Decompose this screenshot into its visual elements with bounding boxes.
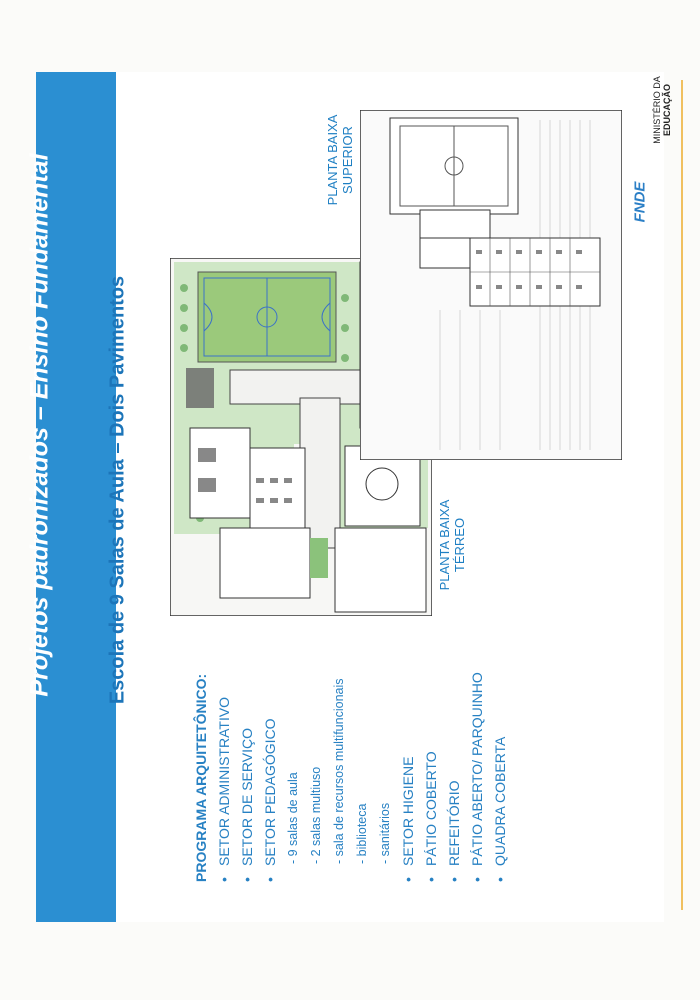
slide-title: Projetos padronizados – Ensino Fundament… xyxy=(25,153,54,697)
program-item: • QUADRA COBERTA xyxy=(489,650,512,882)
bullet-icon: • xyxy=(469,877,485,882)
program-item-label: SETOR DE SERVIÇO xyxy=(239,728,255,866)
program-item: • REFEITÓRIO xyxy=(443,650,466,882)
program-item-label: PÁTIO COBERTO xyxy=(423,751,439,866)
program-item: • SETOR PEDAGÓGICO xyxy=(259,650,282,882)
ground-floor-label: PLANTA BAIXA TÉRREO xyxy=(437,499,467,591)
program-item-label: - 9 salas de aula xyxy=(286,772,300,864)
title-band xyxy=(36,72,116,922)
upper-floor-plan xyxy=(360,110,622,460)
program-item: - 9 salas de aula xyxy=(282,650,305,882)
fnde-logo: FNDE xyxy=(631,181,649,223)
program-heading: PROGRAMA ARQUITETÔNICO: xyxy=(193,673,209,882)
bullet-icon: • xyxy=(423,877,439,882)
program-list: PROGRAMA ARQUITETÔNICO: • SETOR ADMINISTR… xyxy=(190,650,548,882)
program-item-label: - sanitários xyxy=(378,802,392,864)
program-item: - sala de recursos multifuncionais xyxy=(328,650,351,882)
bullet-icon: • xyxy=(239,877,255,882)
logo-divider xyxy=(681,80,683,910)
program-item: • SETOR DE SERVIÇO xyxy=(236,650,259,882)
program-item: • PÁTIO COBERTO xyxy=(420,650,443,882)
upper-floor-label: PLANTA BAIXA SUPERIOR xyxy=(325,114,355,206)
bullet-icon: • xyxy=(216,877,232,882)
program-item-label: PÁTIO ABERTO/ PARQUINHO xyxy=(469,672,485,866)
program-item-label: REFEITÓRIO xyxy=(446,780,462,866)
bullet-icon: • xyxy=(446,877,462,882)
program-item-label: QUADRA COBERTA xyxy=(492,736,508,866)
program-item-label: SETOR HIGIENE xyxy=(400,756,416,866)
slide-subtitle: Escola de 9 Salas de Aula – Dois Pavimen… xyxy=(106,275,129,705)
sports-court xyxy=(197,271,337,363)
program-item-label: - 2 salas multiuso xyxy=(309,766,323,864)
covered-court xyxy=(389,117,519,215)
program-item: • SETOR ADMINISTRATIVO xyxy=(213,650,236,882)
program-items: • SETOR ADMINISTRATIVO • SETOR DE SERVIÇO • S… xyxy=(213,650,512,882)
program-item-label: - sala de recursos multifuncionais xyxy=(332,678,346,865)
program-item-label: SETOR PEDAGÓGICO xyxy=(262,718,278,866)
bullet-icon: • xyxy=(400,877,416,882)
program-item-label: - biblioteca xyxy=(355,803,369,864)
bullet-icon: • xyxy=(262,877,278,882)
program-item-label: SETOR ADMINISTRATIVO xyxy=(216,696,232,866)
bullet-icon: • xyxy=(492,877,508,882)
program-item: - sanitários xyxy=(374,650,397,882)
program-item: - 2 salas multiuso xyxy=(305,650,328,882)
ministry-logo: MINISTÉRIO DA EDUCAÇÃO xyxy=(652,76,672,144)
program-item: • SETOR HIGIENE xyxy=(397,650,420,882)
program-item: - biblioteca xyxy=(351,650,374,882)
program-item: • PÁTIO ABERTO/ PARQUINHO xyxy=(466,650,489,882)
